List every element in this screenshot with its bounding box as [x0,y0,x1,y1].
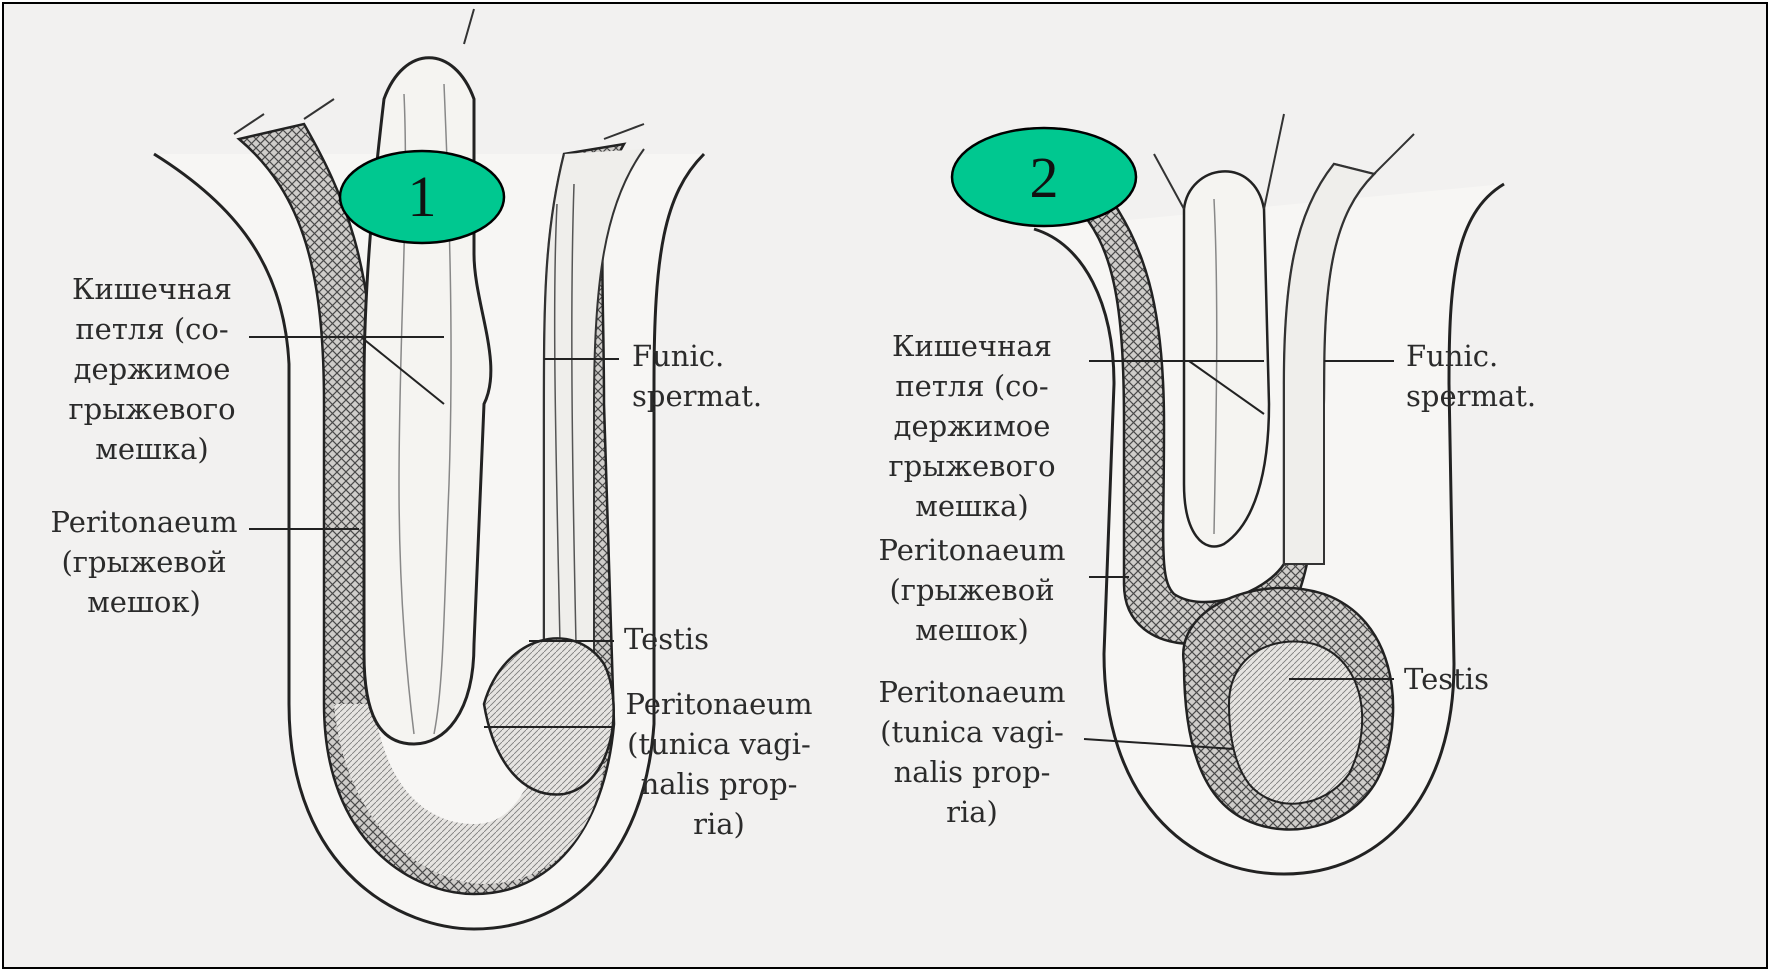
label-intestinal-loop-2-line-4: грыжевого [888,449,1055,483]
label-intestinal-loop-1-line-4: грыжевого [68,392,235,426]
label-peritoneum-vaginalis-2-line-2: (tunica vagi- [880,715,1064,749]
badge-2-number: 2 [1030,145,1059,210]
label-peritoneum-vaginalis-2-line-1: Peritonaeum [879,675,1066,709]
label-intestinal-loop-1-line-5: мешка) [95,432,208,466]
label-intestinal-loop-1-line-1: Кишечная [72,272,232,306]
label-peritoneum-sac-2-line-2: (грыжевой [889,573,1054,607]
label-peritoneum-vaginalis-1-line-1: Peritonaeum [626,687,813,721]
label-peritoneum-sac-2-line-1: Peritonaeum [879,533,1066,567]
hernia-diagram: Кишечная петля (со- держимое грыжевого м… [4,4,1766,967]
label-testis-1: Testis [624,622,709,656]
label-peritoneum-vaginalis-2-line-3: nalis prop- [894,755,1051,789]
badge-1-number: 1 [408,164,437,229]
label-peritoneum-sac-1-line-1: Peritonaeum [51,505,238,539]
label-peritoneum-sac-2-line-3: мешок) [915,613,1029,647]
badge-1: 1 [340,151,504,243]
label-peritoneum-vaginalis-1-line-4: ria) [693,807,745,841]
label-intestinal-loop-2-line-3: держимое [894,409,1051,443]
label-peritoneum-vaginalis-2-line-4: ria) [946,795,998,829]
label-peritoneum-sac-1-line-2: (грыжевой [61,545,226,579]
label-funic-2-line-1: Funic. [1406,339,1498,373]
label-peritoneum-vaginalis-1-line-2: (tunica vagi- [627,727,811,761]
label-intestinal-loop-2-line-5: мешка) [915,489,1028,523]
label-funic-2-line-2: spermat. [1406,379,1536,413]
label-peritoneum-sac-1-line-3: мешок) [87,585,201,619]
label-intestinal-loop-2-line-1: Кишечная [892,329,1052,363]
label-intestinal-loop-1-line-2: петля (со- [75,312,228,346]
label-funic-1-line-1: Funic. [632,339,724,373]
label-peritoneum-vaginalis-1-line-3: nalis prop- [641,767,798,801]
label-funic-1-line-2: spermat. [632,379,762,413]
badge-2: 2 [952,128,1136,226]
label-intestinal-loop-2-line-2: петля (со- [895,369,1048,403]
label-intestinal-loop-1-line-3: держимое [74,352,231,386]
label-testis-2: Testis [1404,662,1489,696]
